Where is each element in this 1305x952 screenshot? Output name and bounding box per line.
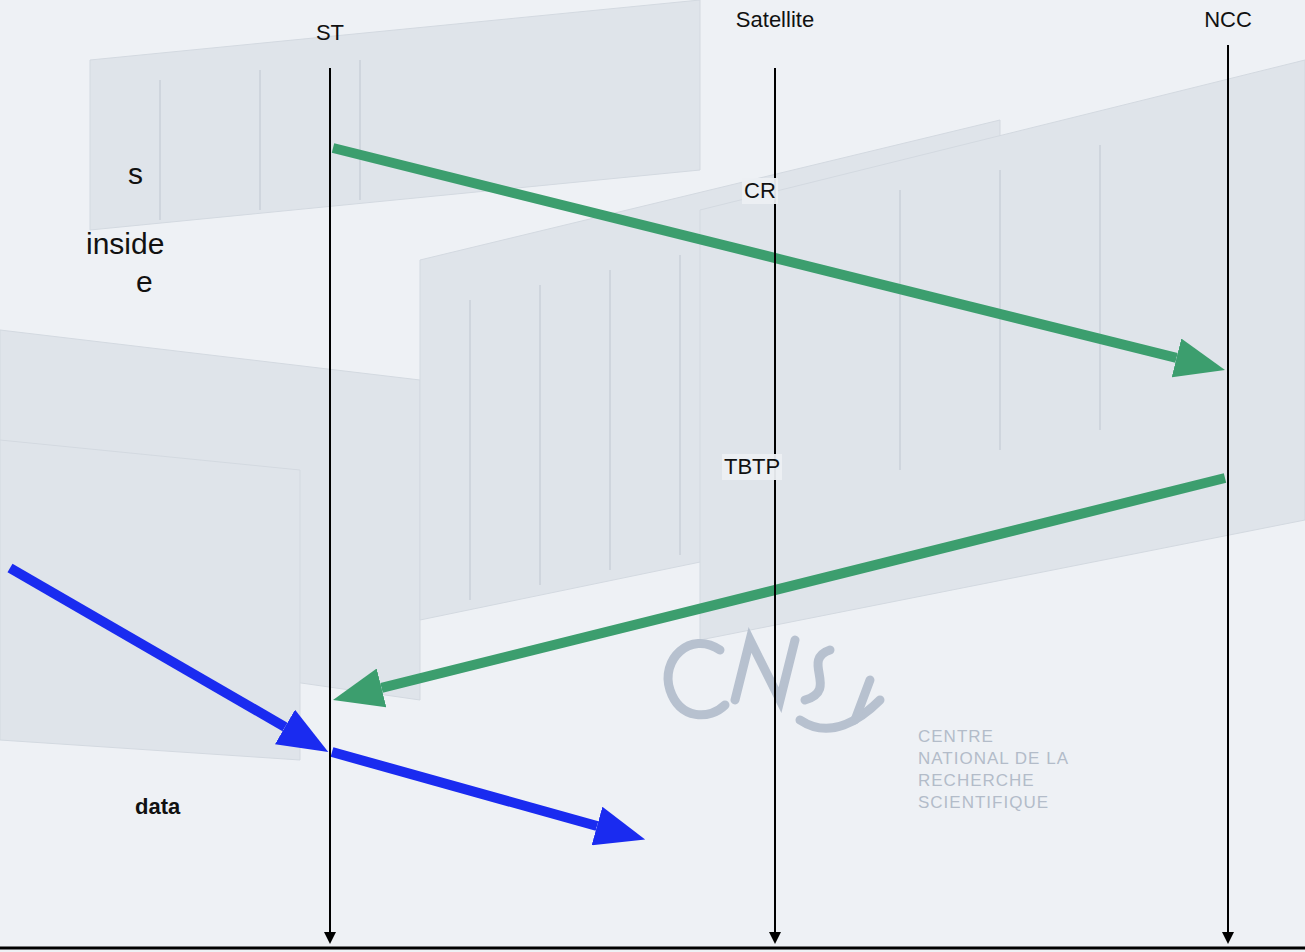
lifeline-line [1227, 45, 1229, 936]
lifeline-header: NCC [1200, 7, 1256, 33]
watermark: CENTRE NATIONAL DE LA RECHERCHE SCIENTIF… [918, 726, 1088, 814]
lifeline-header: Satellite [732, 7, 819, 33]
incoming-data-arrow [10, 568, 285, 727]
lifeline-header: ST [312, 20, 349, 46]
message-arrow [333, 148, 1176, 358]
lifeline: NCC [1200, 7, 1256, 948]
lifeline-line [329, 68, 331, 936]
outgoing-data-arrow [332, 752, 597, 826]
lifeline-arrowhead [324, 932, 336, 944]
arrow-label: data [135, 792, 180, 821]
message-arrow [382, 478, 1225, 688]
baseline [0, 947, 1305, 950]
text-fragment: inside [86, 224, 164, 263]
text-fragment: s [128, 154, 143, 193]
message-label: CR [742, 178, 778, 204]
lifeline-arrowhead [769, 932, 781, 944]
lifeline-arrowhead [1222, 932, 1234, 944]
lifeline: ST [312, 20, 349, 948]
message-label: TBTP [722, 454, 782, 480]
text-fragment: e [136, 262, 153, 301]
